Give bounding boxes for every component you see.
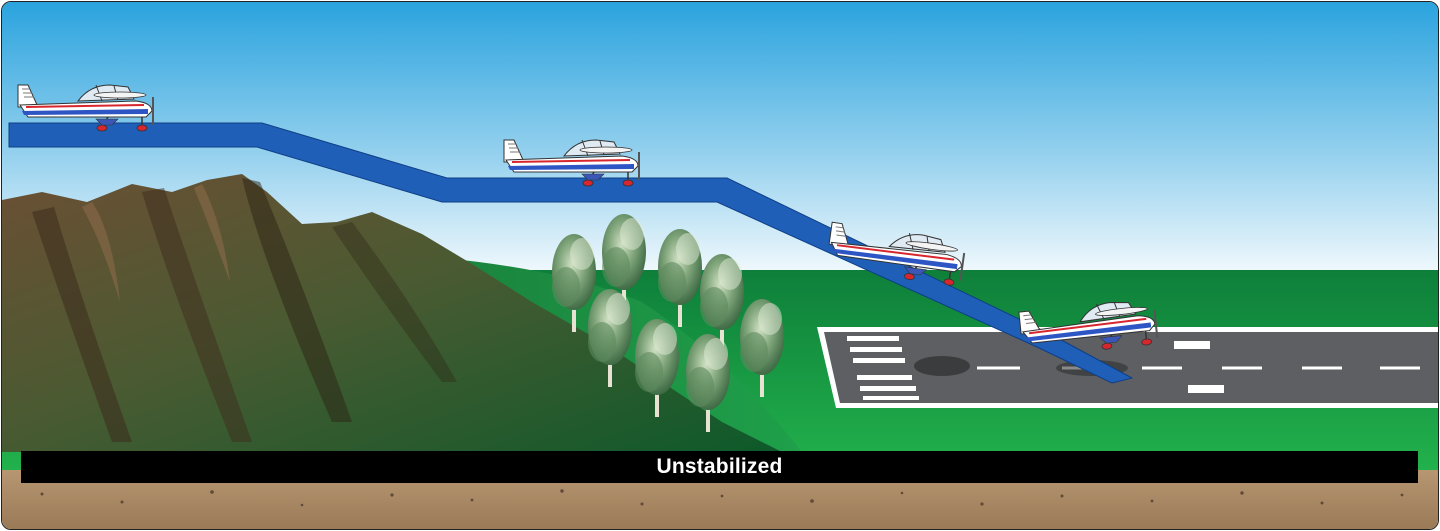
soil-specks: [40, 489, 1404, 507]
aircraft-shadow: [914, 356, 970, 376]
approach-path: [8, 122, 1134, 384]
caption-label: Unstabilized: [656, 455, 783, 478]
mountain: [2, 174, 782, 452]
runway: [817, 327, 1438, 408]
caption-bar: Unstabilized: [21, 451, 1418, 483]
threshold-markings: [847, 336, 1224, 400]
